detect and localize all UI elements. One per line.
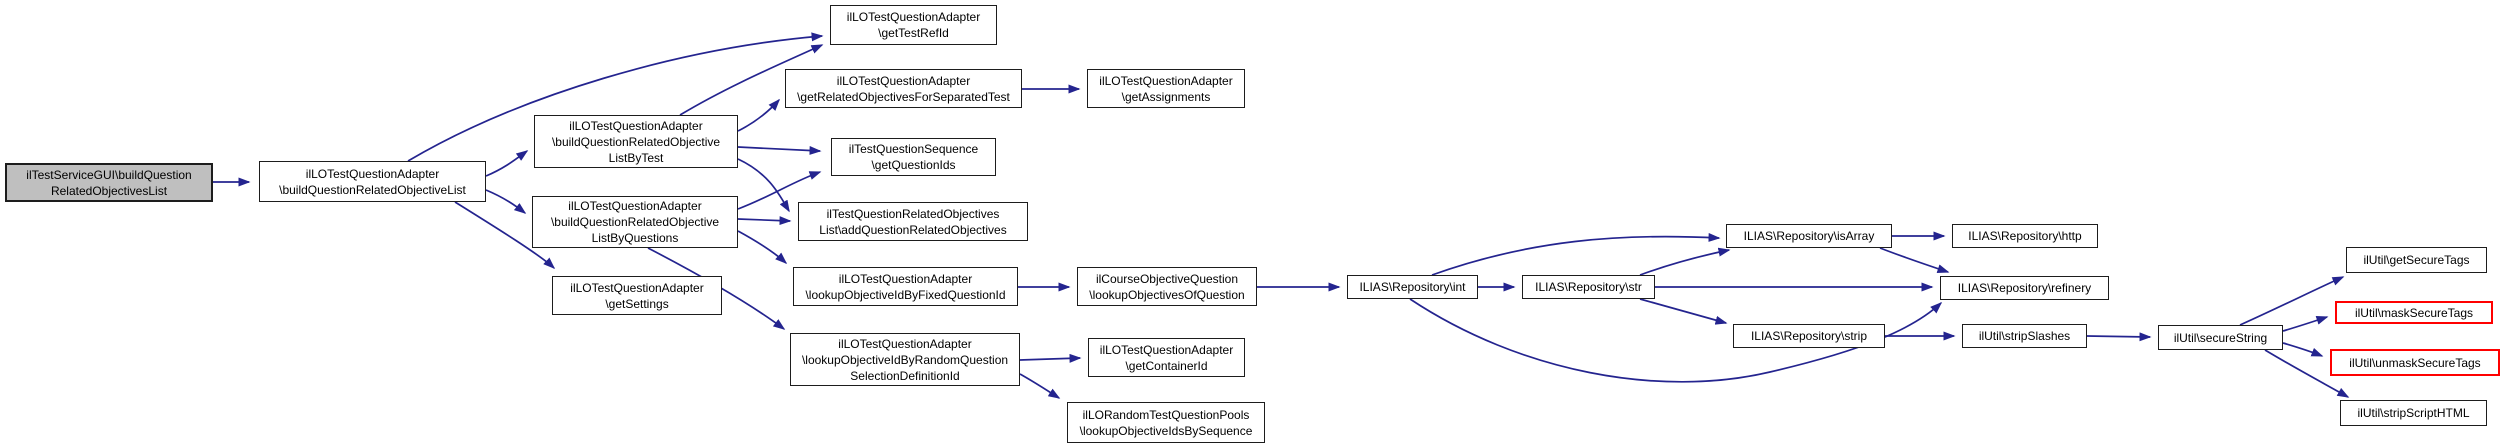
edge-n3-n9 <box>737 158 790 213</box>
node-lookup-objective-id-by-fixed-question-id[interactable]: ilLOTestQuestionAdapter\lookupObjectiveI… <box>793 267 1018 306</box>
node-get-container-id[interactable]: ilLOTestQuestionAdapter\getContainerId <box>1088 338 1245 377</box>
edge-n8-n9 <box>737 216 792 226</box>
node-lookup-objectives-of-question[interactable]: ilCourseObjectiveQuestion\lookupObjectiv… <box>1077 267 1257 306</box>
node-build-list-by-questions[interactable]: ilLOTestQuestionAdapter\buildQuestionRel… <box>532 196 738 248</box>
edge-n2-n4 <box>407 32 824 162</box>
edge-n18-n20 <box>1879 247 1950 273</box>
edge-n2-n3 <box>485 150 529 177</box>
edge-n8-n7 <box>737 171 822 210</box>
edge-n23-n24 <box>2239 276 2345 326</box>
edge-n23-n27 <box>2264 349 2350 398</box>
node-sequence-get-question-ids[interactable]: ilTestQuestionSequence\getQuestionIds <box>831 138 996 176</box>
node-secure-string[interactable]: ilUtil\secureString <box>2158 325 2283 350</box>
edge-n13-n14 <box>1019 353 1082 363</box>
edge-n2-n10 <box>454 201 556 270</box>
node-unmask-secure-tags[interactable]: ilUtil\unmaskSecureTags <box>2330 349 2500 376</box>
edge-n23-n26 <box>2282 342 2324 357</box>
edge-n17-n21 <box>1639 298 1728 325</box>
node-strip-script-html[interactable]: ilUtil\stripScriptHTML <box>2340 400 2487 426</box>
node-get-secure-tags[interactable]: ilUtil\getSecureTags <box>2346 247 2487 273</box>
edge-n8-n11 <box>737 230 788 265</box>
edge-n22-n23 <box>2086 332 2152 342</box>
node-repository-http[interactable]: ILIAS\Repository\http <box>1952 224 2098 248</box>
node-get-test-ref-id[interactable]: ilLOTestQuestionAdapter\getTestRefId <box>830 5 997 45</box>
node-repository-refinery[interactable]: ILIAS\Repository\refinery <box>1940 276 2109 300</box>
node-repository-str[interactable]: ILIAS\Repository\str <box>1522 275 1655 299</box>
node-mask-secure-tags[interactable]: ilUtil\maskSecureTags <box>2335 301 2493 324</box>
node-get-assignments[interactable]: ilLOTestQuestionAdapter\getAssignments <box>1087 69 1245 108</box>
node-repository-strip[interactable]: ILIAS\Repository\strip <box>1733 324 1885 348</box>
edge-n13-n15 <box>1019 373 1061 399</box>
node-repository-is-array[interactable]: ILIAS\Repository\isArray <box>1726 224 1892 248</box>
node-adapter-build-question-related-objective-list[interactable]: ilLOTestQuestionAdapter\buildQuestionRel… <box>259 161 486 202</box>
edge-n17-n18 <box>1639 247 1731 276</box>
edge-n16-n20 <box>1409 298 1943 383</box>
node-get-settings[interactable]: ilLOTestQuestionAdapter\getSettings <box>552 276 722 315</box>
node-lookup-objective-id-by-random-question-selection-definition-id[interactable]: ilLOTestQuestionAdapter\lookupObjectiveI… <box>790 333 1020 386</box>
node-strip-slashes[interactable]: ilUtil\stripSlashes <box>1962 324 2087 348</box>
node-repository-int[interactable]: ILIAS\Repository\int <box>1347 275 1478 299</box>
node-get-related-objectives-for-separated-test[interactable]: ilLOTestQuestionAdapter\getRelatedObject… <box>785 69 1022 108</box>
edge-n3-n5 <box>737 98 781 132</box>
edge-n2-n8 <box>485 189 527 214</box>
edge-n3-n4 <box>679 44 824 116</box>
edge-n23-n25 <box>2282 316 2329 332</box>
node-lookup-objective-ids-by-sequence[interactable]: ilLORandomTestQuestionPools\lookupObject… <box>1067 402 1265 443</box>
edge-n3-n7 <box>737 145 822 155</box>
edge-n16-n18 <box>1431 232 1721 276</box>
node-build-list-by-test[interactable]: ilLOTestQuestionAdapter\buildQuestionRel… <box>534 115 738 168</box>
